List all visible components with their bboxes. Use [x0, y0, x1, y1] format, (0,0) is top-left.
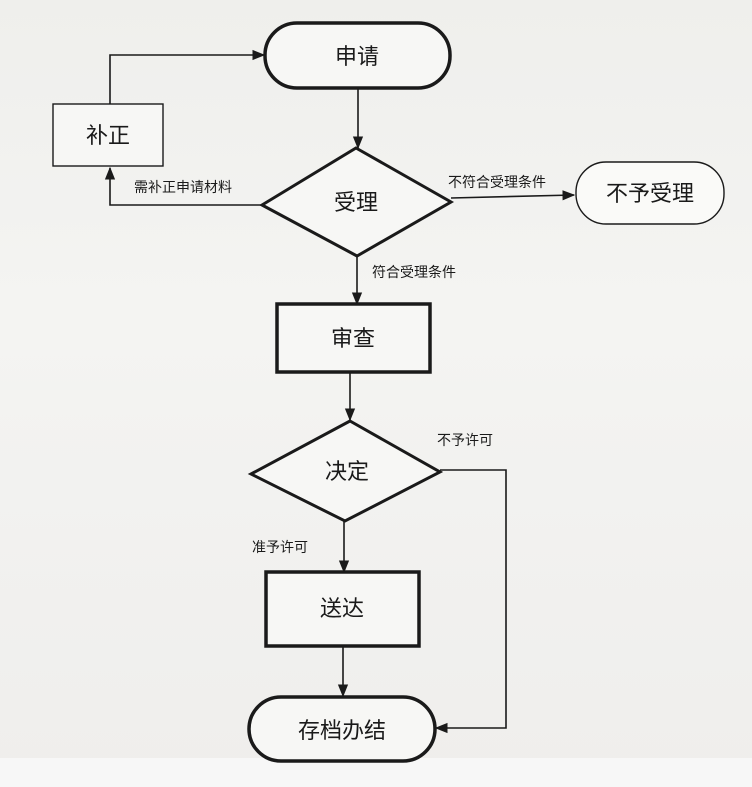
- edge-label-qualified: 符合受理条件: [372, 264, 456, 281]
- decision-shape: [247, 419, 444, 523]
- terminal-shape: [575, 161, 725, 225]
- edge-label-need-correction: 需补正申请材料: [134, 180, 232, 196]
- process-shape: [275, 302, 432, 374]
- edge-label-not-qualified: 不符合受理条件: [448, 174, 546, 191]
- process-shape: [264, 570, 421, 648]
- edge-decide-to-archive: [434, 469, 507, 734]
- node-apply-label: 申请: [335, 45, 379, 70]
- terminal-shape: [263, 21, 452, 90]
- terminal-shape: [247, 695, 437, 763]
- node-archive-label: 存档办结: [298, 719, 386, 744]
- edge-label-grant: 准予许可: [252, 540, 308, 556]
- node-deliver: 送达: [264, 570, 421, 648]
- edge-accept-to-correct: [104, 166, 262, 206]
- node-reject: 不予受理: [575, 161, 725, 225]
- edge-label-deny: 不予许可: [437, 433, 493, 449]
- node-decide: 决定: [247, 419, 444, 523]
- edge-accept-to-reject: [450, 190, 576, 201]
- edge-correct-to-apply: [109, 49, 266, 104]
- process-shape: [52, 103, 164, 167]
- node-decide-label: 决定: [325, 460, 369, 485]
- connectors: [104, 49, 576, 734]
- node-archive: 存档办结: [247, 695, 437, 763]
- node-accept: 受理: [258, 146, 455, 258]
- node-review: 审查: [275, 302, 432, 374]
- node-correct: 补正: [52, 103, 164, 167]
- node-apply: 申请: [263, 21, 452, 90]
- node-deliver-label: 送达: [320, 597, 364, 622]
- node-accept-label: 受理: [334, 191, 378, 216]
- node-reject-label: 不予受理: [606, 182, 694, 207]
- node-correct-label: 补正: [86, 124, 130, 149]
- node-review-label: 审查: [331, 327, 375, 352]
- decision-shape: [258, 146, 455, 258]
- page-bottom-margin: [0, 758, 752, 787]
